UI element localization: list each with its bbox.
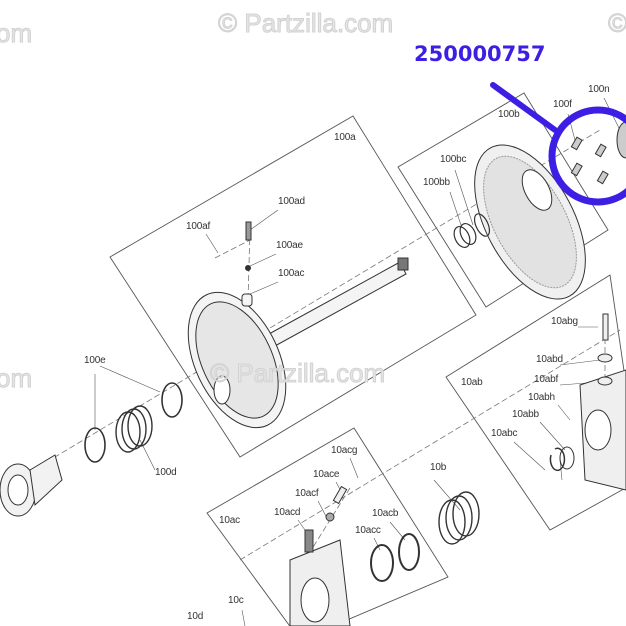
callout-10acc[interactable]: 10acc bbox=[355, 525, 381, 536]
callout-10d[interactable]: 10d bbox=[187, 611, 204, 622]
callout-100ad[interactable]: 100ad bbox=[278, 196, 305, 207]
fixed-sheave-100a bbox=[187, 221, 409, 429]
callout-10abh[interactable]: 10abh bbox=[528, 392, 555, 403]
callout-10abd[interactable]: 10abd bbox=[536, 354, 563, 365]
callout-100n[interactable]: 100n bbox=[588, 84, 610, 95]
callout-100bc[interactable]: 100bc bbox=[440, 154, 467, 165]
callout-10abb[interactable]: 10abb bbox=[512, 409, 539, 420]
pins-100f bbox=[570, 121, 626, 185]
callout-100af[interactable]: 100af bbox=[186, 221, 211, 232]
callout-10acg[interactable]: 10acg bbox=[331, 445, 358, 456]
callout-10acb[interactable]: 10acb bbox=[372, 508, 399, 519]
callout-10abc[interactable]: 10abc bbox=[491, 428, 518, 439]
spring-10b bbox=[438, 491, 480, 545]
callout-10ac[interactable]: 10ac bbox=[219, 515, 240, 526]
callout-100f[interactable]: 100f bbox=[553, 99, 572, 110]
bushings bbox=[453, 213, 491, 248]
rings-100e bbox=[84, 382, 183, 463]
callout-10acd[interactable]: 10acd bbox=[274, 507, 301, 518]
housing-10ab bbox=[549, 313, 626, 491]
callout-10abf[interactable]: 10abf bbox=[534, 374, 559, 385]
callout-100ae[interactable]: 100ae bbox=[276, 240, 303, 251]
callout-100e[interactable]: 100e bbox=[84, 355, 106, 366]
highlighted-part-number[interactable]: 250000757 bbox=[414, 42, 546, 66]
highlight-marker bbox=[490, 82, 626, 206]
callout-100a[interactable]: 100a bbox=[334, 132, 356, 143]
callout-10acf[interactable]: 10acf bbox=[295, 488, 319, 499]
group-box-100b bbox=[397, 92, 609, 308]
spider-hub bbox=[0, 454, 63, 517]
callout-10abg[interactable]: 10abg bbox=[551, 316, 578, 327]
callout-100d[interactable]: 100d bbox=[155, 467, 177, 478]
callout-100bb[interactable]: 100bb bbox=[423, 177, 450, 188]
callout-100ac[interactable]: 100ac bbox=[278, 268, 305, 279]
callout-100b[interactable]: 100b bbox=[498, 109, 520, 120]
group-box-10ab bbox=[445, 274, 626, 531]
group-box-100a bbox=[109, 115, 477, 458]
cam-10ac bbox=[289, 485, 420, 626]
group-box-10ac bbox=[206, 427, 449, 626]
callout-10ace[interactable]: 10ace bbox=[313, 469, 340, 480]
callout-10ab[interactable]: 10ab bbox=[461, 377, 483, 388]
callout-10b[interactable]: 10b bbox=[430, 462, 447, 473]
callout-10c[interactable]: 10c bbox=[228, 595, 244, 606]
spring-100d bbox=[115, 405, 153, 453]
